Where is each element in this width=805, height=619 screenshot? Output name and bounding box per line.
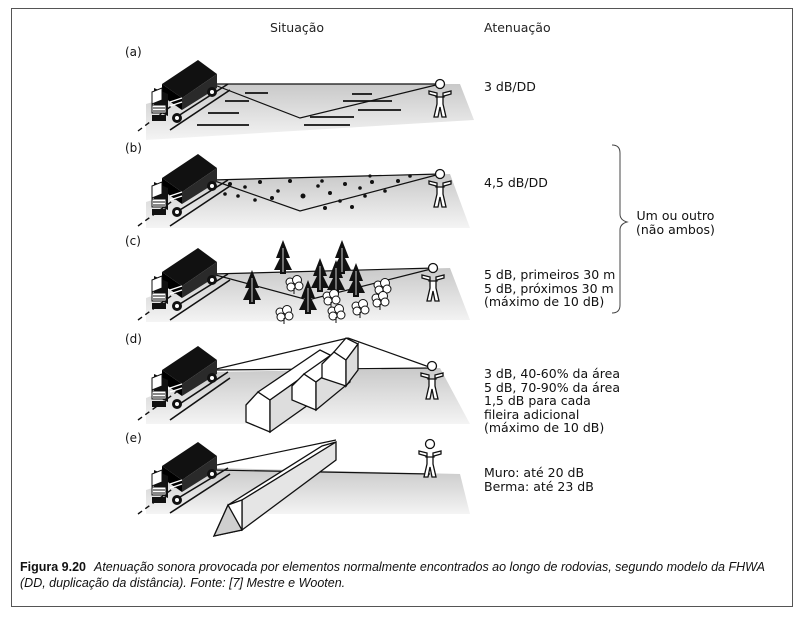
person-icon	[418, 438, 442, 478]
panel-c-attenuation: 5 dB, primeiros 30 m 5 dB, próximos 30 m…	[484, 268, 615, 309]
header-situation: Situação	[270, 20, 325, 35]
scene-c	[137, 239, 470, 325]
scene-d	[137, 337, 470, 434]
noise-wall	[212, 440, 337, 537]
scene-a	[137, 59, 474, 140]
buildings-row	[245, 337, 359, 434]
panel-a-attenuation: 3 dB/DD	[484, 80, 536, 94]
tree-icon	[273, 239, 293, 275]
ground-plane	[146, 84, 474, 140]
panel-e-label: (e)	[125, 431, 142, 445]
bracket-note: Um ou outro (não ambos)	[636, 209, 715, 236]
panel-c-label: (c)	[125, 234, 141, 248]
attenuation-line: 3 dB, 40-60% da área	[484, 366, 620, 381]
panel-b-label: (b)	[125, 141, 142, 155]
header-attenuation: Atenuação	[484, 20, 551, 35]
scene-b	[137, 153, 470, 228]
attenuation-line: 5 dB, primeiros 30 m	[484, 267, 616, 282]
attenuation-line: 5 dB, 70-90% da área	[484, 379, 620, 395]
caption-text: Atenuação sonora provocada por elementos…	[20, 560, 765, 590]
attenuation-line: fileira adicional	[484, 406, 580, 422]
bracket-note-line: (não ambos)	[636, 221, 715, 237]
attenuation-line: Muro: até 20 dB	[484, 465, 585, 480]
panel-d-attenuation: 3 dB, 40-60% da área 5 dB, 70-90% da áre…	[484, 367, 620, 435]
figure-number: Figura 9.20	[20, 560, 86, 574]
bracket-note-line: Um ou outro	[636, 208, 715, 223]
tree-icon	[310, 257, 330, 293]
attenuation-line: 3 dB/DD	[484, 79, 536, 94]
panel-a-label: (a)	[125, 45, 142, 59]
attenuation-line: (máximo de 10 dB)	[484, 420, 605, 435]
panel-d-label: (d)	[125, 332, 142, 346]
ground-plane	[146, 468, 470, 514]
figure-frame	[11, 8, 793, 607]
panel-b-attenuation: 4,5 dB/DD	[484, 176, 548, 190]
attenuation-line: (máximo de 10 dB)	[484, 294, 605, 309]
attenuation-line: 1,5 dB para cada	[484, 393, 591, 408]
attenuation-line: Berma: até 23 dB	[484, 478, 594, 494]
attenuation-line: 5 dB, próximos 30 m	[484, 280, 614, 296]
scene-e	[137, 438, 470, 537]
attenuation-line: 4,5 dB/DD	[484, 175, 548, 190]
bracket-brace	[611, 144, 629, 314]
panel-e-attenuation: Muro: até 20 dB Berma: até 23 dB	[484, 466, 594, 493]
shrub-icon	[275, 305, 294, 325]
